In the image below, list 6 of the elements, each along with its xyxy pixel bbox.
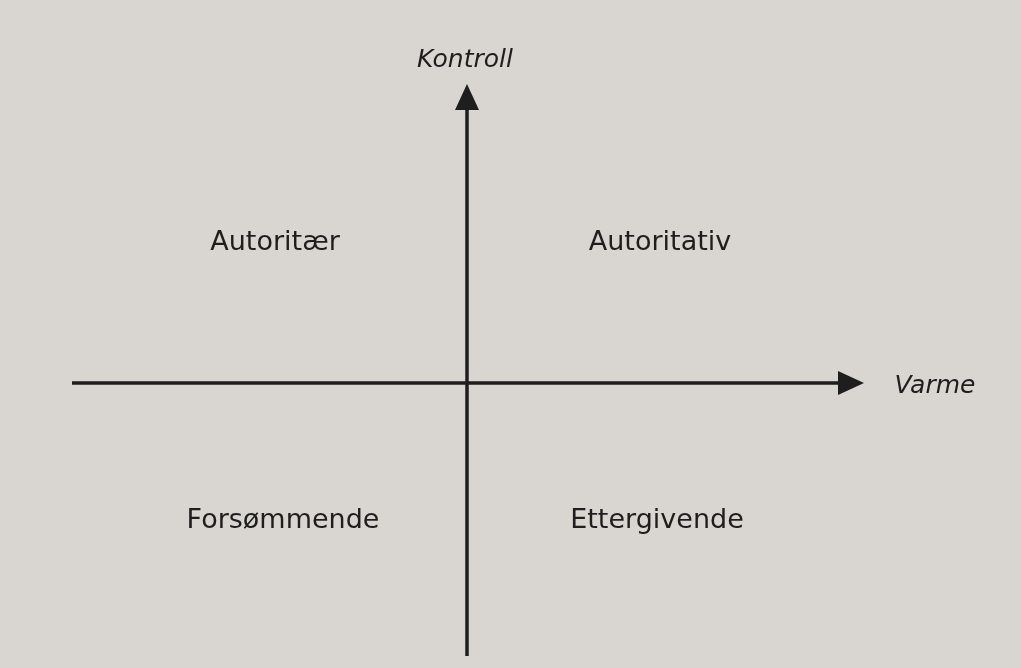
quadrant-label: Forsømmende — [186, 502, 380, 534]
axis-label: Kontroll — [417, 43, 513, 73]
quadrant-label: Ettergivende — [570, 502, 744, 534]
quadrant-label: Autoritær — [210, 224, 340, 256]
quadrant-label: Autoritativ — [588, 224, 732, 256]
axis-label: Varme — [894, 369, 976, 399]
